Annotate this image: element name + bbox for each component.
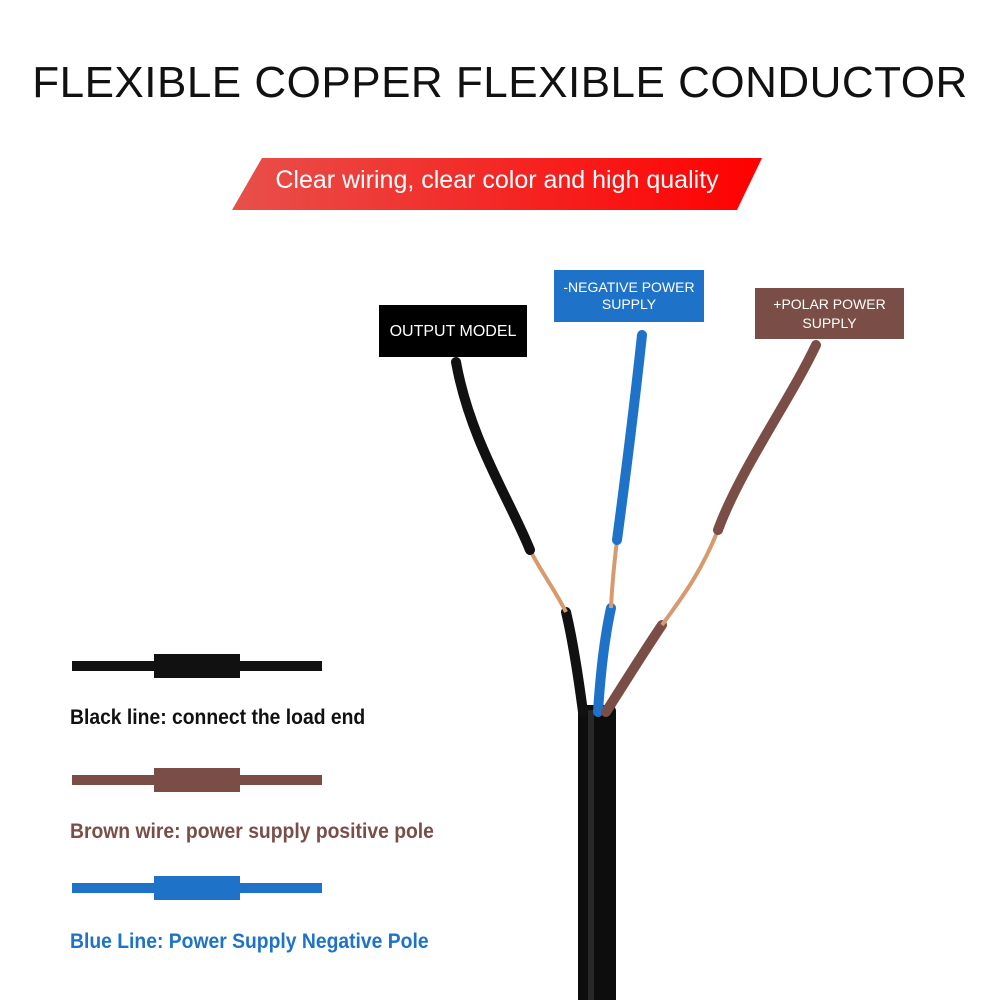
legend-black-wire-icon bbox=[72, 654, 322, 678]
cable-jacket bbox=[578, 705, 616, 1000]
wire-blue-icon bbox=[593, 603, 616, 717]
copper-strand-brown bbox=[660, 529, 720, 627]
copper-strand-blue bbox=[609, 539, 619, 609]
positive-supply-label: +POLAR POWER SUPPLY bbox=[755, 288, 904, 339]
output-model-label: OUTPUT MODEL bbox=[379, 305, 527, 357]
copper-strand-black bbox=[528, 549, 568, 613]
wire-brown-icon bbox=[601, 620, 667, 717]
black-wire-end bbox=[451, 357, 535, 555]
legend-blue-text: Blue Line: Power Supply Negative Pole bbox=[70, 930, 429, 953]
legend-brown-wire-icon bbox=[72, 768, 322, 792]
blue-wire-end bbox=[612, 330, 647, 545]
banner-text: Clear wiring, clear color and high quali… bbox=[275, 166, 719, 194]
page-title: FLEXIBLE COPPER FLEXIBLE CONDUCTOR bbox=[32, 58, 968, 107]
negative-supply-label: -NEGATIVE POWER SUPPLY bbox=[554, 270, 704, 322]
slogan-banner: Clear wiring, clear color and high quali… bbox=[232, 158, 762, 210]
legend-brown-text: Brown wire: power supply positive pole bbox=[70, 820, 434, 843]
brown-wire-end bbox=[713, 340, 821, 535]
legend-black-text: Black line: connect the load end bbox=[70, 706, 366, 729]
legend-blue-wire-icon bbox=[72, 876, 322, 900]
wire-black-icon bbox=[561, 607, 588, 717]
banner-background bbox=[232, 158, 762, 210]
